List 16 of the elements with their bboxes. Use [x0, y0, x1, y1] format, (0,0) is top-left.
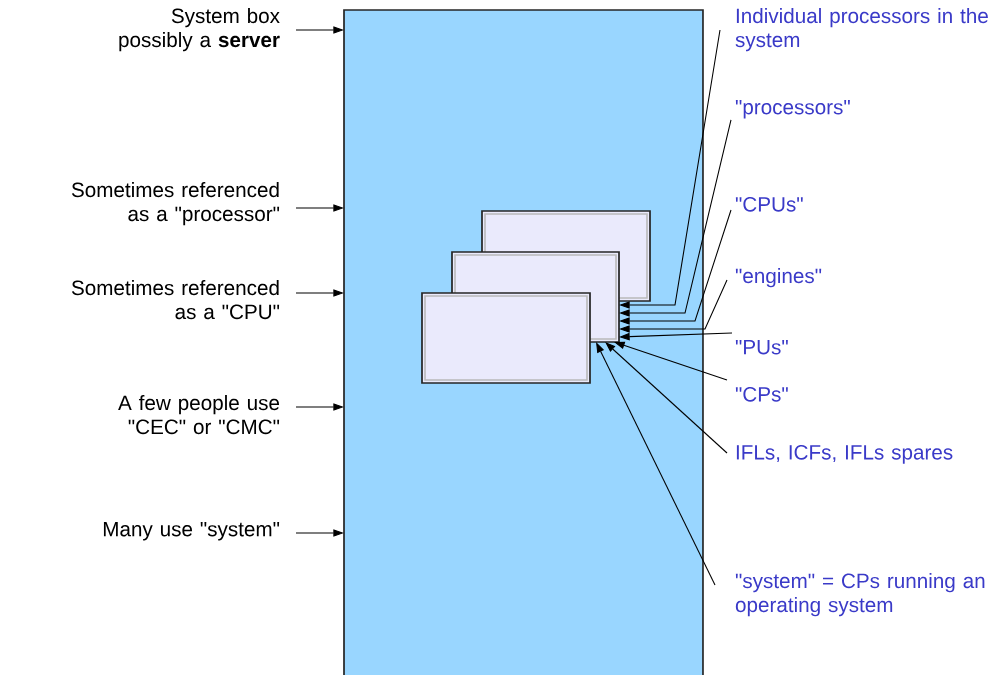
label: IFLs, ICFs, IFLs spares	[736, 445, 953, 464]
label: Sometimes referenced as a "CPU"	[71, 280, 280, 320]
label: "CPUs"	[735, 197, 803, 212]
label: Individual processors in the system	[735, 8, 988, 52]
label: "CPs"	[735, 387, 788, 402]
label: "PUs"	[735, 340, 788, 355]
processor-box	[421, 292, 591, 384]
arrow	[596, 342, 716, 586]
label: "engines"	[735, 268, 822, 288]
label: "processors"	[735, 100, 850, 119]
label: "system" = CPs running an operating system	[735, 573, 985, 617]
label: System box possibly a server	[119, 8, 280, 52]
label: Sometimes referenced as a "processor"	[71, 182, 280, 226]
arrow	[605, 342, 728, 454]
label: Many use "system"	[103, 522, 280, 541]
label: A few people use "CEC" or "CMC"	[118, 395, 280, 435]
